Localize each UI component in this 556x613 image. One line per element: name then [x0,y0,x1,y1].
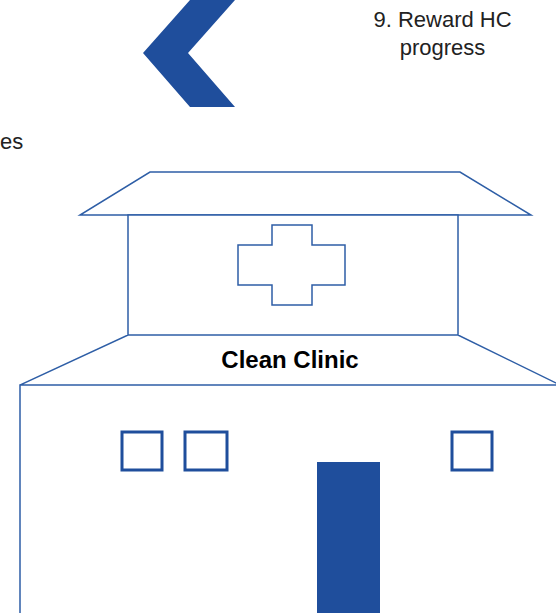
medical-cross [238,225,345,305]
window [122,432,162,470]
upper-roof [80,172,531,215]
fragment-label: es [0,128,60,156]
window [185,432,227,470]
clinic-name: Clean Clinic [221,346,358,375]
step-label: 9. Reward HC progress [335,6,550,62]
upper-storey [128,215,458,335]
roof-sign: Clean Clinic [20,335,556,385]
door [317,462,380,613]
chevron-arrow [143,0,235,107]
window [452,432,492,470]
ground-storey [20,385,556,613]
